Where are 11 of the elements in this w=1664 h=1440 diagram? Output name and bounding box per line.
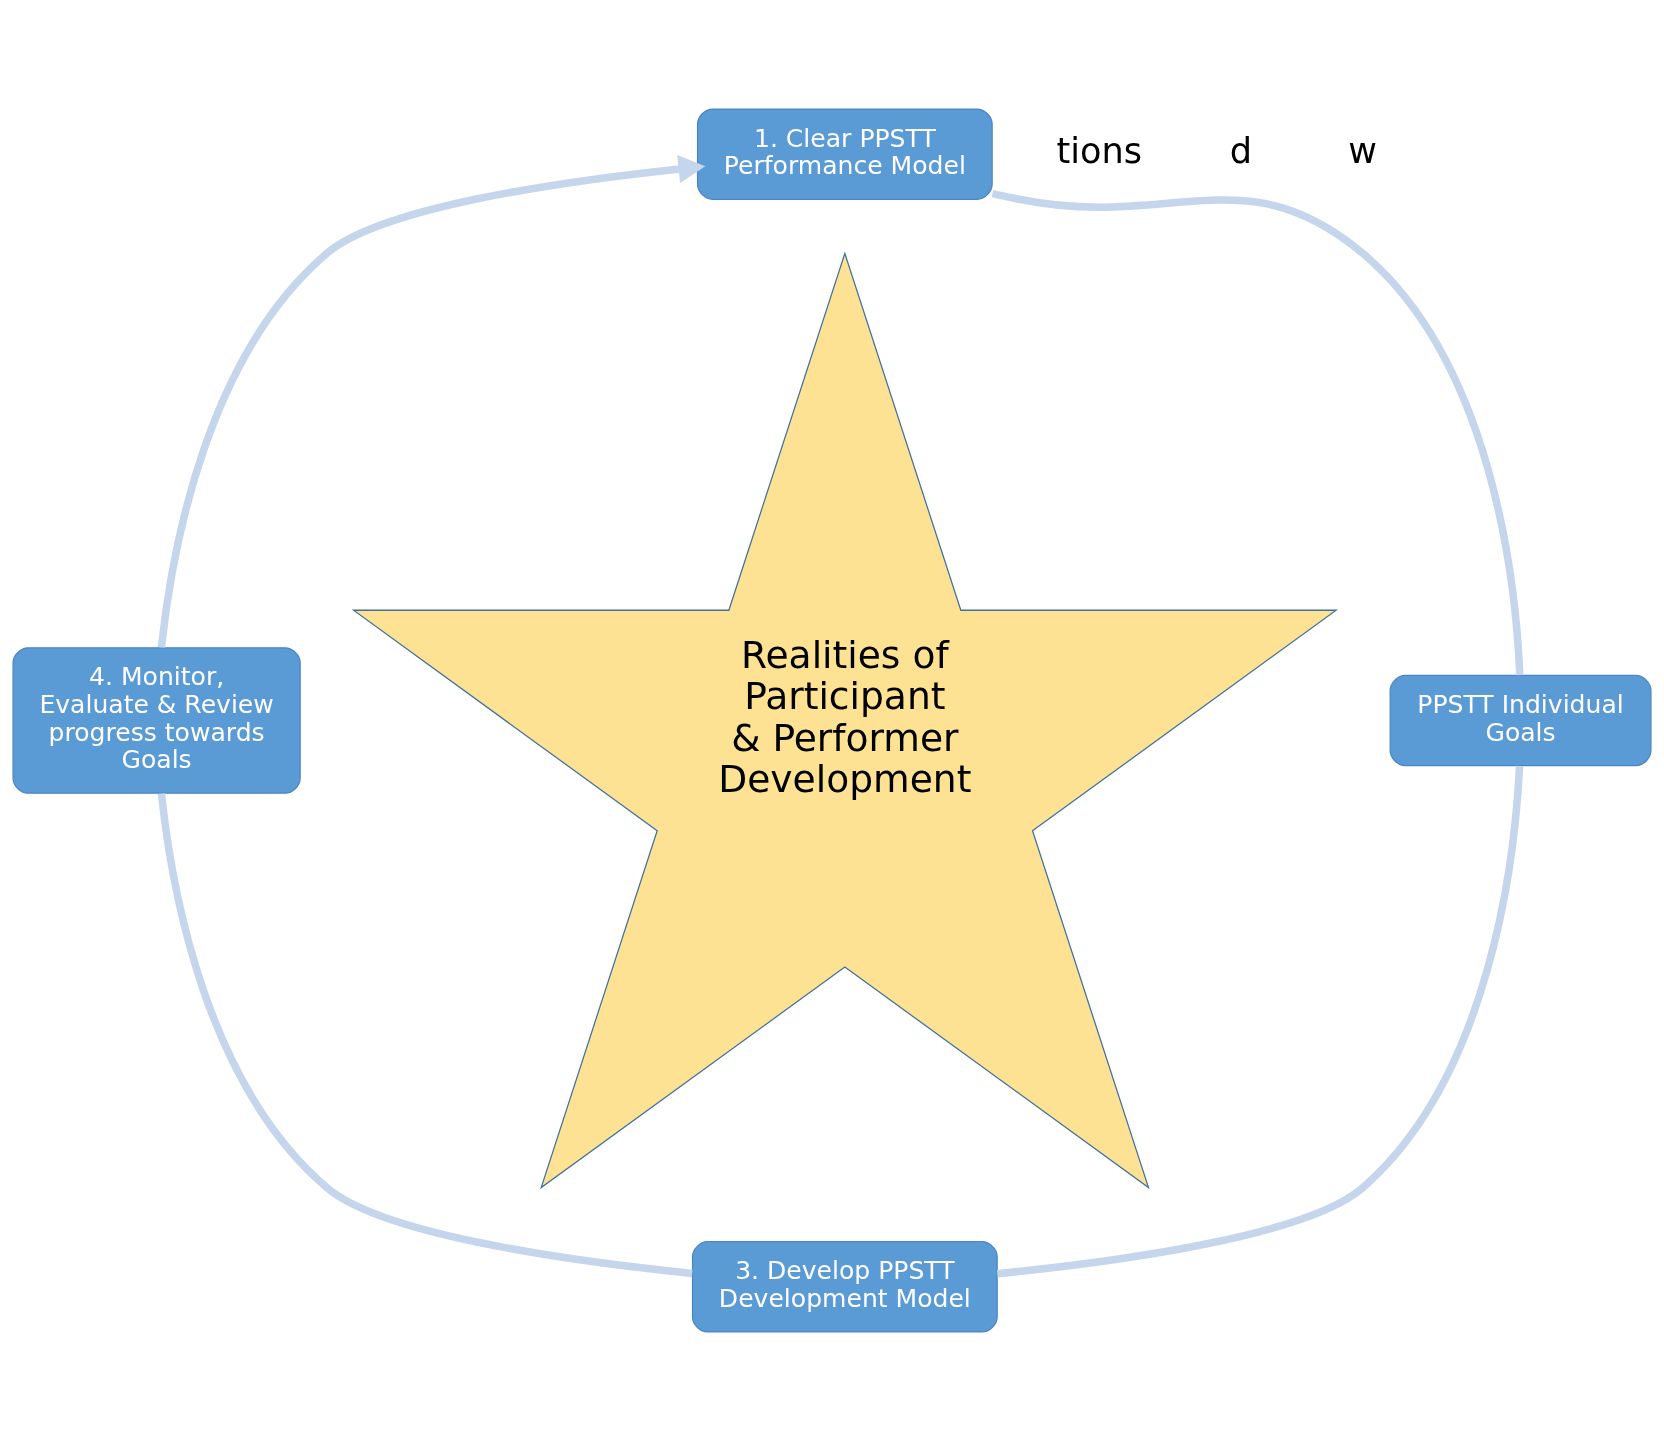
label: w	[1348, 129, 1377, 171]
node-box: 3. Develop PPSTT Development Model	[691, 1240, 998, 1333]
arrow	[157, 154, 706, 648]
node-box: 4. Monitor, Evaluate & Review progress towards Goals	[12, 646, 301, 794]
label: tions	[1056, 129, 1143, 171]
connector	[997, 765, 1524, 1277]
connector	[991, 189, 1524, 675]
connector	[157, 792, 693, 1277]
node-box: 1. Clear PPSTT Performance Model	[696, 107, 993, 200]
label: d	[1229, 129, 1253, 171]
node-box: PPSTT Individual Goals	[1389, 674, 1652, 766]
